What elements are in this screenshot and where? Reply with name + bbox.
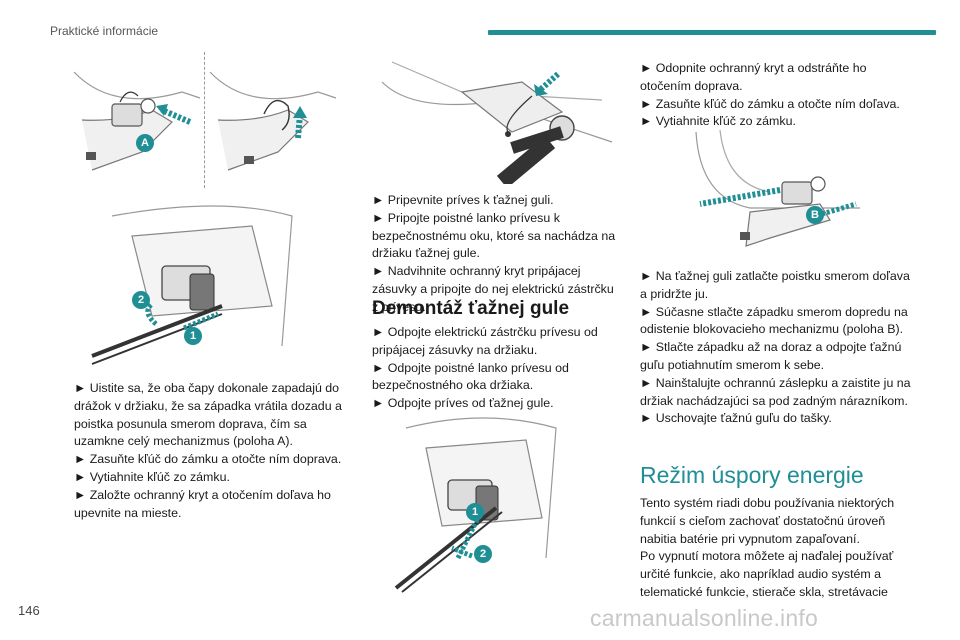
- paragraph: ► Zasuňte kľúč do zámku a otočte ním dop…: [74, 452, 342, 467]
- callout-2-badge: 2: [474, 545, 492, 563]
- page-number: 146: [18, 603, 40, 618]
- watermark: carmanualsonline.info: [590, 605, 818, 631]
- section-header: Praktické informácie: [50, 24, 159, 38]
- right-column-text-mid: ► Na ťažnej guli zatlačte poistku smerom…: [640, 268, 916, 428]
- paragraph: ► Pripojte poistné lanko prívesu k bezpe…: [372, 210, 616, 261]
- paragraph: ► Odpojte elektrickú zástrčku prívesu od…: [372, 325, 598, 357]
- middle-column-text-2: ► Odpojte elektrickú zástrčku prívesu od…: [372, 324, 616, 413]
- paragraph: Po vypnutí motora môžete aj naďalej použ…: [640, 549, 894, 599]
- paragraph: ► Vytiahnite kľúč zo zámku.: [640, 114, 796, 129]
- left-column-text: ► Uistite sa, že oba čapy dokonale zapad…: [74, 380, 346, 522]
- middle-column-text: ► Pripevnite príves k ťažnej guli. ► Pri…: [372, 192, 616, 317]
- right-column-text-top: ► Odopnite ochranný kryt a odstráňte ho …: [640, 60, 916, 131]
- figure-divider: [204, 52, 205, 188]
- paragraph: ► Nadvihnite ochranný kryt pripájacej zá…: [372, 264, 614, 314]
- paragraph: ► Uschovajte ťažnú guľu do tašky.: [640, 411, 832, 426]
- header-accent-bar: [488, 30, 936, 35]
- callout-b-badge: B: [806, 206, 824, 224]
- section-heading-removal: Demontáž ťažnej gule: [372, 298, 570, 319]
- paragraph: ► Nainštalujte ochrannú záslepku a zaist…: [640, 375, 911, 408]
- callout-1-badge: 1: [184, 327, 202, 345]
- callout-a-badge: A: [136, 134, 154, 152]
- paragraph: ► Vytiahnite kľúč zo zámku.: [74, 469, 230, 484]
- paragraph: ► Stlačte západku až na doraz a odpojte …: [640, 340, 902, 372]
- illustration-trailer-cable: [381, 61, 613, 184]
- paragraph: ► Uistite sa, že oba čapy dokonale zapad…: [74, 381, 342, 449]
- illustration-key-steps: [91, 205, 293, 365]
- illustration-lock-position-a: [73, 71, 201, 171]
- paragraph: ► Založte ochranný kryt a otočením doľav…: [74, 487, 331, 520]
- callout-1-badge: 1: [466, 503, 484, 521]
- paragraph: ► Odpojte poistné lanko prívesu od bezpe…: [372, 360, 569, 393]
- right-column-text-bottom: Tento systém riadi dobu používania niekt…: [640, 495, 916, 602]
- illustration-release-steps: [394, 417, 557, 593]
- paragraph: ► Zasuňte kľúč do zámku a otočte ním doľ…: [640, 96, 900, 111]
- paragraph: ► Pripevnite príves k ťažnej guli.: [372, 193, 554, 207]
- section-heading-energy-saving: Režim úspory energie: [640, 462, 864, 488]
- illustration-protective-cover: [209, 71, 337, 171]
- callout-2-badge: 2: [132, 291, 150, 309]
- paragraph: ► Odpojte príves od ťažnej gule.: [372, 396, 554, 411]
- paragraph: ► Odopnite ochranný kryt a odstráňte ho …: [640, 61, 867, 93]
- illustration-lock-position-b: [695, 129, 860, 247]
- paragraph: ► Na ťažnej guli zatlačte poistku smerom…: [640, 269, 910, 301]
- paragraph: Tento systém riadi dobu používania niekt…: [640, 496, 895, 546]
- paragraph: ► Súčasne stlačte západku smerom dopredu…: [640, 304, 908, 337]
